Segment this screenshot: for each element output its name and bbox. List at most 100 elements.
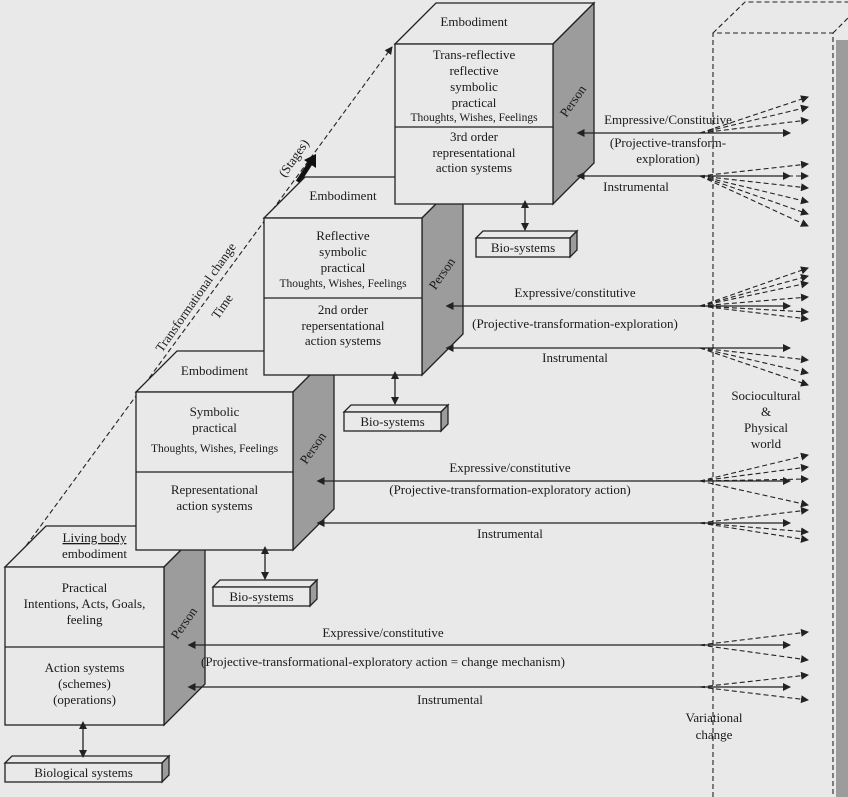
variation-arrow [699,480,809,508]
variation-arrow [699,506,809,524]
upper-level-text: feeling [66,612,103,627]
action-systems-text: (schemes) [58,676,111,691]
variation-arrow [699,175,809,227]
upper-level-text: Symbolic [190,404,240,419]
stage-cube-4: EmbodimentTrans-reflectivereflectivesymb… [393,1,809,259]
svg-text:Variational: Variational [685,710,742,725]
upper-level-text: Practical [62,580,108,595]
cube-front-face [394,43,554,205]
action-systems-text: Action systems [45,660,125,675]
upper-level-text: Thoughts, Wishes, Feelings [151,443,279,455]
cube-top-label: Embodiment [181,363,249,378]
upper-level-text: symbolic [319,244,367,259]
cube-top-label: Embodiment [309,188,377,203]
action-systems-text: action systems [176,498,252,513]
cube-top-label: Embodiment [440,14,508,29]
variation-arrow [699,305,809,323]
variational-change-label: Variational change [685,710,742,742]
instrumental-label: Instrumental [417,692,483,707]
upper-level-text: Trans-reflective [433,47,516,62]
variation-arrow [699,347,809,387]
variation-arrow [699,522,809,543]
stage-cube-1: Living bodyembodimentPracticalIntentions… [3,524,809,784]
action-systems-text: representational [432,145,515,160]
variation-arrow [699,347,809,364]
svg-text:world: world [751,436,782,451]
svg-text:change: change [696,727,733,742]
action-systems-text: 3rd order [450,129,499,144]
bio-systems-box: Biological systems [3,754,171,784]
variation-arrow [699,452,809,482]
projective-label: (Projective-transformational-exploratory… [201,654,565,669]
variation-arrow [699,293,809,307]
variation-arrow [699,104,809,134]
bio-systems-box: Bio-systems [211,578,319,608]
variation-arrow [699,175,809,216]
upper-level-text: Reflective [316,228,370,243]
upper-level-text: Intentions, Acts, Goals, [24,596,146,611]
variation-arrow [699,475,809,484]
instrumental-label: Instrumental [477,526,543,541]
sociocultural-world-box [712,1,848,797]
upper-level-text: reflective [449,63,498,78]
variation-arrow [699,266,809,307]
bio-systems-box: Bio-systems [474,229,579,259]
upper-level-text: practical [321,260,366,275]
variation-arrow [699,95,809,134]
bio-systems-label: Bio-systems [360,414,424,429]
variation-arrow [699,175,809,205]
projective-label: (Projective-transformation-exploration) [472,316,678,331]
upper-level-text: Thoughts, Wishes, Feelings [279,278,407,290]
expressive-label: Expressive/constitutive [514,285,636,300]
cube-front-face [135,391,294,551]
svg-text:Physical: Physical [744,420,788,435]
expressive-label: Empressive/Constitutive [604,112,732,127]
action-systems-text: action systems [305,333,381,348]
bio-systems-box: Bio-systems [342,403,450,433]
upper-level-text: symbolic [450,79,498,94]
variation-arrow [699,671,809,688]
variation-arrow [699,274,809,307]
cube-top-label: embodiment [62,546,127,561]
upper-level-text: practical [192,420,237,435]
variation-arrow [699,305,809,316]
action-systems-text: (operations) [53,692,116,707]
time-label: Time [208,291,236,322]
projective-label-2: exploration) [636,151,700,166]
stages-arrow [295,160,314,184]
bio-systems-label: Biological systems [34,765,133,780]
projective-label: (Projective-transform- [610,135,726,150]
variation-arrow [699,175,809,192]
cube-top-label: Living body [63,530,127,545]
world-label: Sociocultural & Physical world [731,388,801,451]
variation-arrow [699,347,809,376]
variation-arrow [699,116,809,134]
action-systems-text: Representational [171,482,259,497]
bio-systems-label: Bio-systems [229,589,293,604]
stage-cube-3: EmbodimentReflectivesymbolicpracticalTho… [262,175,809,433]
variation-arrow [699,686,809,704]
variation-arrow [699,463,809,482]
variation-arrow [699,280,809,307]
expressive-label: Expressive/constitutive [449,460,571,475]
upper-level-text: practical [452,95,497,110]
instrumental-label: Instrumental [542,350,608,365]
variation-arrow [699,628,809,646]
bio-systems-label: Bio-systems [491,240,555,255]
variation-arrow [699,522,809,536]
expressive-label: Expressive/constitutive [322,625,444,640]
variation-arrow [699,160,809,177]
svg-text:&: & [761,404,771,419]
action-systems-text: 2nd order [318,302,369,317]
projective-label: (Projective-transformation-exploratory a… [389,482,631,497]
cube-front-face [263,217,423,376]
cube-front-face [4,566,165,726]
instrumental-label: Instrumental [603,179,669,194]
svg-text:Sociocultural: Sociocultural [731,388,801,403]
action-systems-text: repersentational [301,318,384,333]
action-systems-text: action systems [436,160,512,175]
variation-arrow [699,644,809,663]
upper-level-text: Thoughts, Wishes, Feelings [410,112,538,124]
